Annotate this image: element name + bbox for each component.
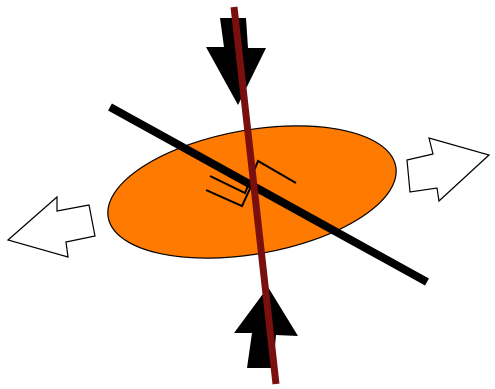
extension-arrow-left	[8, 197, 95, 257]
arrow-right-outline-icon	[407, 138, 489, 201]
arrow-left-outline-icon	[8, 197, 95, 257]
extension-arrow-right	[407, 138, 489, 201]
